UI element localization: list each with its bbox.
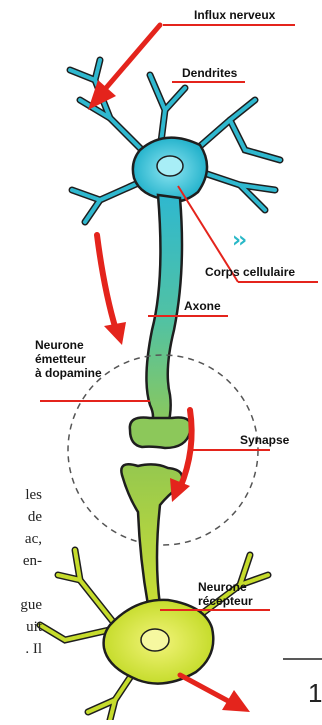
- top-nucleus: [157, 156, 183, 176]
- bottom-nucleus: [141, 629, 169, 651]
- axon-arrow: [97, 235, 126, 345]
- label-corps: Corps cellulaire: [205, 265, 295, 279]
- page-number: 1: [308, 678, 322, 709]
- output-arrow: [180, 675, 250, 712]
- axon: [146, 195, 182, 425]
- label-lines: [40, 25, 318, 610]
- label-axone: Axone: [184, 299, 221, 313]
- label-emetteur: Neurone émetteur à dopamine: [35, 338, 102, 380]
- label-dendrites: Dendrites: [182, 66, 237, 80]
- presynaptic-terminal: [130, 418, 191, 449]
- side-text-fragment: les de ac, en- gue uit . Il: [4, 484, 42, 660]
- chevrons-icon: ››: [232, 228, 244, 253]
- label-recepteur: Neurone récepteur: [198, 580, 253, 608]
- label-influx: Influx nerveux: [194, 8, 275, 22]
- label-synapse: Synapse: [240, 433, 289, 447]
